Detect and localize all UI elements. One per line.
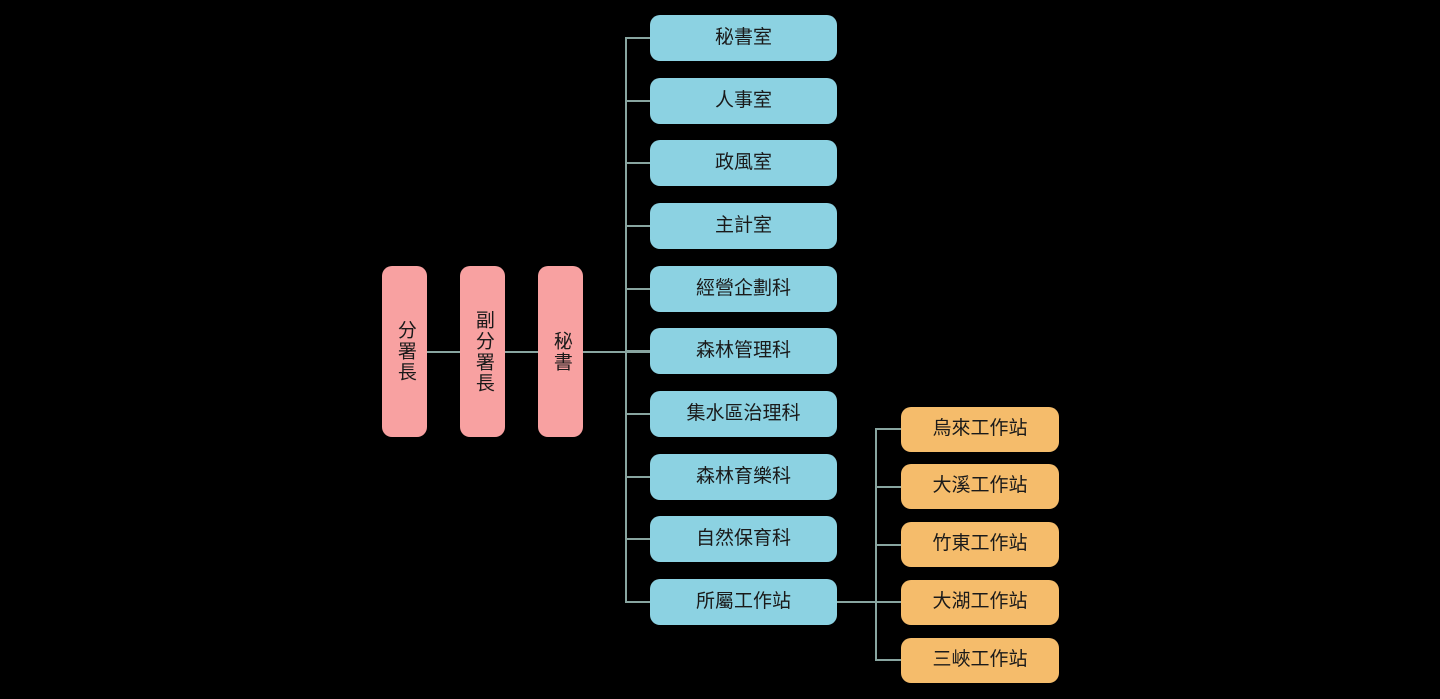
station-box-4: 大湖工作站: [901, 580, 1059, 625]
connector-dept-stub-9: [625, 538, 651, 540]
connector-dept-stub-4: [625, 225, 651, 227]
connector-stations-link: [836, 601, 877, 603]
exec-box-1: 分署長: [382, 266, 427, 437]
exec-box-2: 副分署長: [460, 266, 505, 437]
connector-stat-stub-4: [875, 601, 902, 603]
dept-box-6: 森林管理科: [650, 328, 837, 374]
dept-box-2: 人事室: [650, 78, 837, 124]
connector-stat-stub-5: [875, 659, 902, 661]
connector-dept-stub-2: [625, 100, 651, 102]
station-box-1: 烏來工作站: [901, 407, 1059, 452]
dept-box-10: 所屬工作站: [650, 579, 837, 625]
connector-stat-stub-2: [875, 486, 902, 488]
station-box-2: 大溪工作站: [901, 464, 1059, 509]
connector-dept-stub-1: [625, 37, 651, 39]
connector-stat-stub-1: [875, 428, 902, 430]
connector-dept-stub-10: [625, 601, 651, 603]
connector-dept-stub-3: [625, 162, 651, 164]
dept-box-8: 森林育樂科: [650, 454, 837, 500]
exec-box-3: 秘書: [538, 266, 583, 437]
dept-box-5: 經營企劃科: [650, 266, 837, 312]
connector-dept-stub-7: [625, 413, 651, 415]
connector-dept-stub-5: [625, 288, 651, 290]
station-box-5: 三峽工作站: [901, 638, 1059, 683]
connector-dept-stub-8: [625, 476, 651, 478]
connector-stat-stub-3: [875, 544, 902, 546]
connector-dept-trunk: [625, 37, 627, 603]
station-box-3: 竹東工作站: [901, 522, 1059, 567]
connector-dept-stub-6: [625, 350, 651, 352]
dept-box-9: 自然保育科: [650, 516, 837, 562]
dept-box-4: 主計室: [650, 203, 837, 249]
dept-box-3: 政風室: [650, 140, 837, 186]
dept-box-1: 秘書室: [650, 15, 837, 61]
dept-box-7: 集水區治理科: [650, 391, 837, 437]
